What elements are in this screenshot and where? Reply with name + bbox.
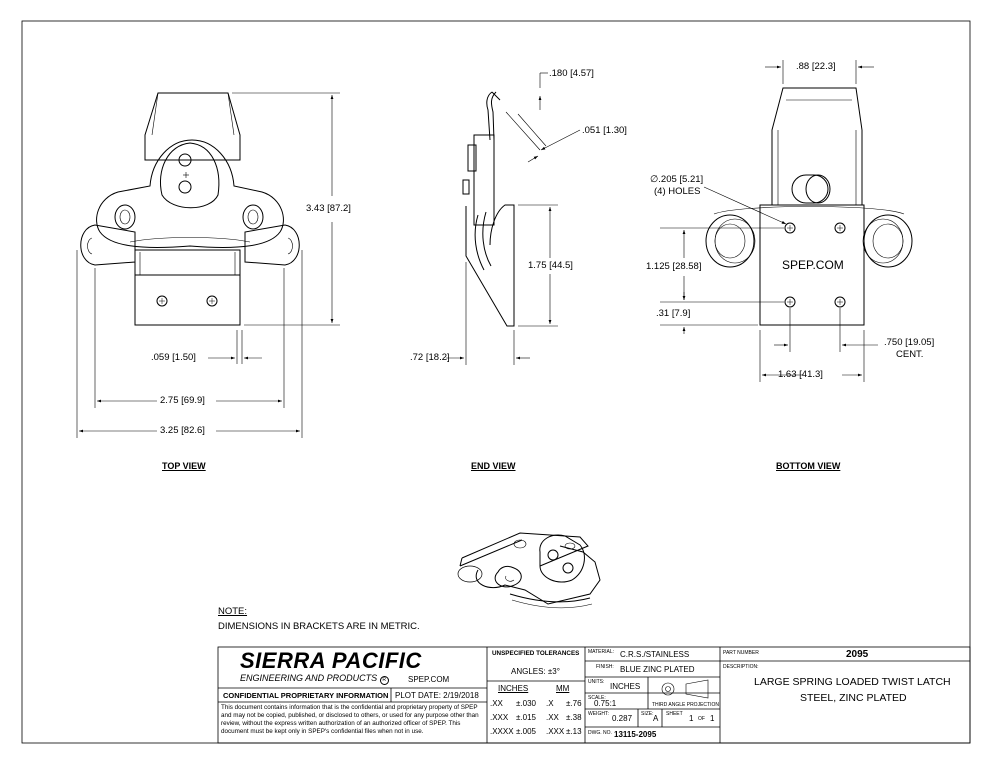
dim-overall-height: 3.43 [87.2] [306,203,351,214]
dim-hole-dia: ∅.205 [5.21] [650,174,704,185]
tolerance-row: .XX±.030.X±.76 [490,699,582,708]
tolerance-angles: ANGLES: ±3° [511,667,560,676]
scale-value: 0.75:1 [594,699,617,708]
description-label: DESCRIPTION: [723,664,759,670]
tolerance-mm-header: MM [556,684,570,693]
sheet-value: 1 [689,714,694,723]
bottom-view-title: BOTTOM VIEW [776,461,841,471]
plot-date: PLOT DATE: 2/19/2018 [395,691,479,700]
isometric-view-drawing [457,532,601,609]
projection-symbol [661,679,709,699]
dim-hole-edge: .31 [7.9] [656,308,691,319]
dwg-label: DWG. NO. [588,730,612,736]
dim-thickness: .051 [1.30] [582,125,627,136]
dim-hole-spacing-v: 1.125 [28.58] [646,261,702,272]
dim-overall-width: 3.25 [82.6] [160,425,205,436]
of-label: OF [698,716,705,722]
end-view-drawing [462,91,515,327]
material-label: MATERIAL: [588,649,615,655]
weight-label: WEIGHT: [588,711,609,717]
material-value: C.R.S./STAINLESS [620,650,690,659]
part-number-label: PART NUMBER [723,650,759,656]
dim-keeper-width: .88 [22.3] [796,61,836,72]
note-heading: NOTE: [218,606,248,617]
company-website: SPEP.COM [408,675,450,684]
bottom-view-dimensions [660,60,878,382]
tolerance-row: .XXX±.015.XX±.38 [490,713,582,722]
units-label: UNITS: [588,679,605,685]
size-value: A [653,714,659,723]
dim-wire-dia: .180 [4.57] [549,68,594,79]
sheet-border [21,20,971,744]
top-view-dimensions [76,92,340,438]
legal-notice: This document contains information that … [221,704,479,735]
part-stamp: SPEP.COM [782,258,844,272]
dim-keeper-height: 1.75 [44.5] [528,260,573,271]
confidential-label: CONFIDENTIAL PROPRIETARY INFORMATION [223,691,389,700]
sheet-total: 1 [710,714,715,723]
scale-label: SCALE: [588,695,606,701]
dim-gap-width: .059 [1.50] [151,352,196,363]
title-block-grid [217,646,971,744]
size-label: SIZE: [641,711,654,717]
sheet-label: SHEET [666,711,683,717]
description-line-1: LARGE SPRING LOADED TWIST LATCH [754,676,951,688]
finish-label: FINISH: [596,664,614,670]
part-number-value: 2095 [846,649,869,660]
dwg-number: 13115-2095 [614,730,657,739]
tolerance-table: .XX±.030.X±.76 .XXX±.015.XX±.38 .XXXX±.0… [490,697,582,739]
note-body: DIMENSIONS IN BRACKETS ARE IN METRIC. [218,621,420,632]
dim-hole-note: (4) HOLES [654,186,701,197]
dim-hole-spacing-h-note: CENT. [896,349,924,360]
tolerance-inches-header: INCHES [498,684,529,693]
tolerance-row: .XXXX±.005.XXX±.13 [490,727,582,736]
tolerances-label: UNSPECIFIED TOLERANCES [492,650,580,657]
end-view-dimensions [446,72,581,365]
company-subtitle: ENGINEERING AND PRODUCTS R [240,673,389,685]
dim-inner-width: 2.75 [69.9] [160,395,205,406]
dim-base-width: 1.63 [41.3] [778,369,823,380]
top-view-drawing [80,92,300,326]
projection-label: THIRD ANGLE PROJECTION [652,702,719,708]
company-name: SIERRA PACIFIC [240,648,422,673]
dim-depth: .72 [18.2] [410,352,450,363]
end-view-title: END VIEW [471,461,516,471]
bottom-view-drawing [705,87,913,326]
finish-value: BLUE ZINC PLATED [620,665,695,674]
units-value: INCHES [610,682,641,691]
weight-value: 0.287 [612,714,633,723]
registered-mark: R [379,676,389,685]
top-view-title: TOP VIEW [162,461,206,471]
dim-hole-spacing-h: .750 [19.05] [884,337,935,348]
description-line-2: STEEL, ZINC PLATED [800,692,907,704]
